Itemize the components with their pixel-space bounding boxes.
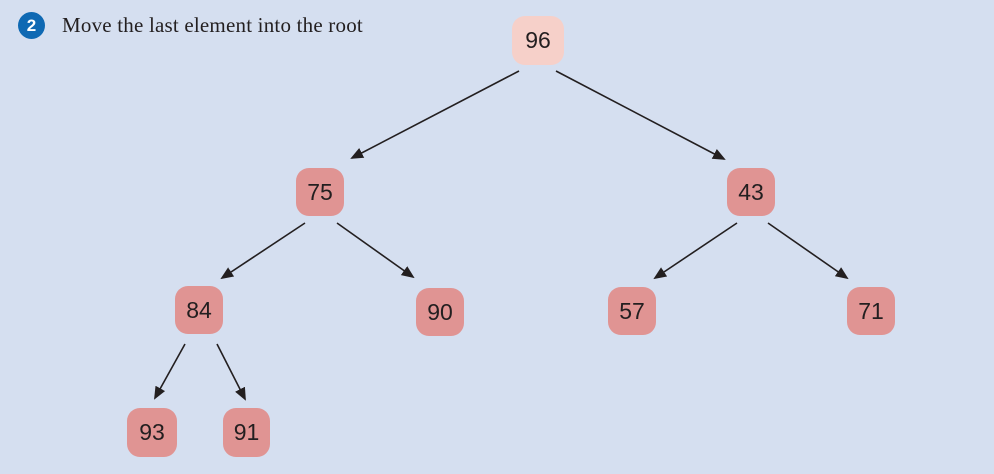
node-value: 93 [139,419,165,445]
edge-84-93 [154,343,186,400]
node-value: 43 [738,178,764,205]
node-value: 57 [619,297,645,324]
edge-84-91 [216,343,246,401]
edge-96-75 [350,70,520,159]
edge-43-71 [767,222,849,280]
node-value: 91 [233,419,260,445]
edge-43-57 [653,222,738,280]
tree-node-91: 91 [223,408,270,457]
tree-node-93: 93 [127,408,177,457]
edge-96-43 [555,70,726,160]
tree-node-75: 75 [296,168,344,216]
node-value: 90 [427,298,453,325]
step-title: Move the last element into the root [62,13,363,37]
tree-node-43: 43 [727,168,775,216]
edge-75-90 [336,222,415,279]
tree-node-71: 71 [847,287,895,335]
node-value: 71 [858,297,884,324]
node-value: 96 [525,27,551,53]
tree-node-84: 84 [175,286,223,334]
tree-node-90: 90 [416,288,464,336]
node-value: 75 [307,178,333,205]
tree-node-57: 57 [608,287,656,335]
edge-75-84 [220,222,306,280]
tree-node-root: 96 [512,16,564,65]
step-header: 2 Move the last element into the root [18,12,363,39]
node-value: 84 [186,296,212,323]
step-number: 2 [26,15,37,35]
step-number-badge: 2 [18,12,45,39]
